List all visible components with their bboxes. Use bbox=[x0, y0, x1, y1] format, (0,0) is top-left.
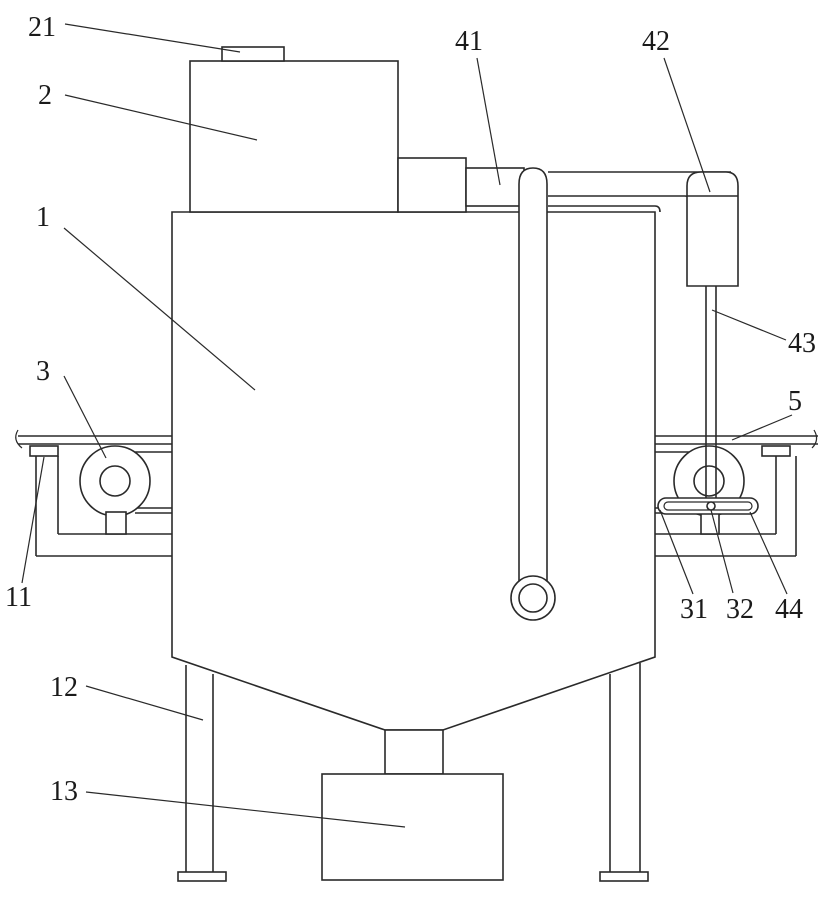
label-12: 12 bbox=[50, 672, 78, 703]
label-43: 43 bbox=[788, 328, 816, 359]
label-32: 32 bbox=[726, 594, 754, 625]
left-roller bbox=[79, 445, 151, 535]
outlet-assembly bbox=[321, 729, 504, 881]
label-3: 3 bbox=[36, 356, 50, 387]
support-legs bbox=[177, 663, 649, 882]
label-13: 13 bbox=[50, 776, 78, 807]
label-1: 1 bbox=[36, 202, 50, 233]
label-11: 11 bbox=[5, 582, 32, 613]
reference-numerals: 21 2 41 42 1 43 3 5 11 31 32 44 12 13 bbox=[5, 12, 816, 807]
top-housing bbox=[189, 46, 525, 213]
conveyor-belt bbox=[15, 429, 818, 449]
right-roller bbox=[673, 445, 745, 535]
label-21: 21 bbox=[28, 12, 56, 43]
leader-lines bbox=[21, 23, 793, 828]
label-2: 2 bbox=[38, 80, 52, 111]
piston-rod bbox=[705, 286, 717, 498]
label-41: 41 bbox=[455, 26, 483, 57]
label-5: 5 bbox=[788, 386, 802, 417]
tank-body bbox=[171, 211, 656, 731]
label-31: 31 bbox=[680, 594, 708, 625]
slot-guide bbox=[657, 497, 759, 515]
label-44: 44 bbox=[775, 594, 803, 625]
cylinder-42 bbox=[686, 171, 739, 287]
label-42: 42 bbox=[642, 26, 670, 57]
vertical-tube bbox=[510, 167, 556, 621]
